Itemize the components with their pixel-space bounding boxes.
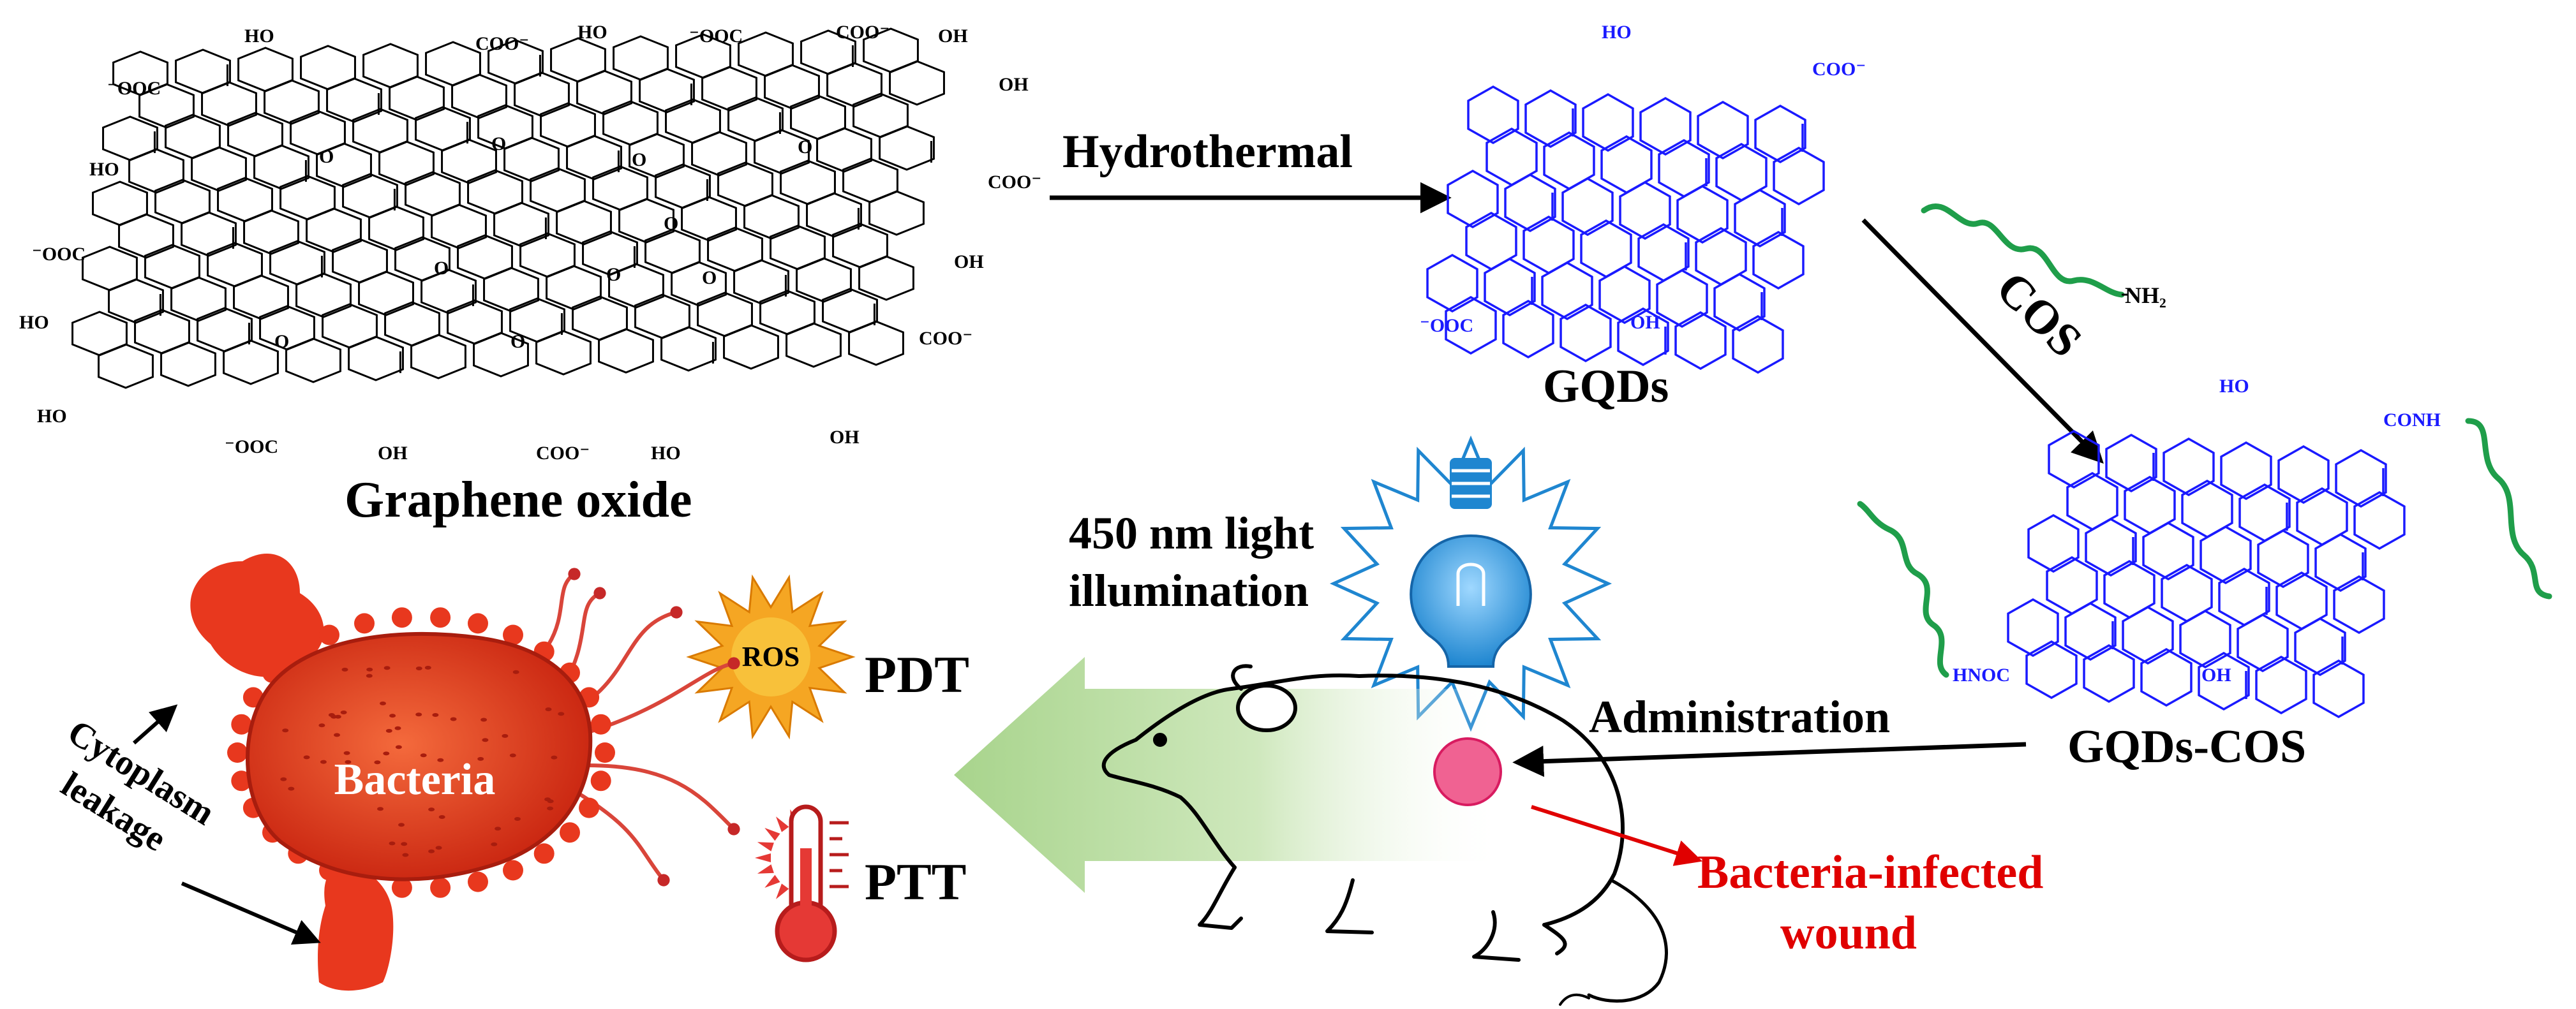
- go-oh-label: OH: [378, 443, 408, 464]
- go-ho-label: HO: [89, 159, 119, 180]
- epoxy-groups: O O O O O O O O O O: [274, 133, 812, 352]
- go-ho-label: HO: [651, 443, 681, 464]
- epoxy-o-label: O: [632, 149, 646, 170]
- cos-step: COS NH₂: [1861, 203, 2166, 464]
- leakage-arrow-down: [181, 881, 321, 945]
- epoxy-o-label: O: [702, 267, 717, 288]
- go-ooc-label: ⁻OOC: [225, 436, 278, 457]
- graphene-lattice: [71, 27, 945, 389]
- gqdcos-ho-label: HO: [2219, 376, 2249, 397]
- gqds-cos-label: GQDs-COS: [2067, 721, 2306, 773]
- therapy-arrow: [954, 657, 1506, 893]
- go-oh-label: OH: [830, 427, 860, 448]
- epoxy-o-label: O: [434, 258, 449, 279]
- epoxy-o-label: O: [664, 213, 678, 234]
- ros-label: ROS: [742, 641, 800, 672]
- administration-label: Administration: [1589, 691, 1890, 742]
- go-coo-label: COO⁻: [536, 443, 590, 464]
- go-ho-label: HO: [577, 22, 607, 43]
- gqds-cos-lattice: [2007, 429, 2406, 719]
- epoxy-o-label: O: [491, 133, 506, 154]
- wound-label: Bacteria-infected wound: [1697, 846, 2055, 959]
- cos-chain: [1921, 203, 2125, 298]
- rat-illustration: [1101, 664, 1668, 1006]
- go-ho-label: HO: [244, 26, 274, 47]
- gqd-lattice: [1426, 85, 1825, 374]
- gqd-coo-label: COO⁻: [1812, 59, 1866, 80]
- epoxy-o-label: O: [510, 331, 525, 352]
- bacteria-body: [246, 631, 593, 881]
- gqds-cos-structure: HO CONH HNOC OH GQDs-COS: [1857, 376, 2552, 773]
- cos-chain-right: [2465, 418, 2552, 600]
- epoxy-o-label: O: [798, 136, 812, 158]
- gqdcos-conh-label: CONH: [2383, 409, 2441, 431]
- go-coo-label: COO⁻: [836, 22, 890, 43]
- cos-arrow: [1861, 218, 2104, 464]
- gqd-oh-label: OH: [1630, 312, 1660, 333]
- go-oh-label: OH: [954, 251, 984, 272]
- go-coo-label: COO⁻: [919, 328, 972, 349]
- light-label-line2: illumination: [1069, 565, 1309, 616]
- gqds-structure: HO COO⁻ ⁻OOC OH GQDs: [1420, 22, 1866, 413]
- go-ooc-label: ⁻OOC: [689, 26, 743, 47]
- epoxy-o-label: O: [274, 331, 289, 352]
- light-label: 450 nm light illumination: [1069, 508, 1325, 616]
- hydrothermal-label: Hydrothermal: [1062, 126, 1353, 178]
- wound-label-line2: wound: [1780, 907, 1917, 959]
- leakage-label: Cytoplasm leakage: [35, 712, 228, 878]
- ptt-label: PTT: [865, 853, 966, 911]
- epoxy-o-label: O: [319, 146, 334, 167]
- hydrothermal-step: Hydrothermal: [1050, 126, 1452, 214]
- cos-chain-left: [1857, 501, 1949, 678]
- gqd-ho-label: HO: [1602, 22, 1632, 43]
- thermometer-icon: [755, 804, 849, 962]
- wound-label-line1: Bacteria-infected: [1697, 846, 2043, 899]
- infected-wound-spot: [1433, 737, 1502, 806]
- go-coo-label: COO⁻: [475, 33, 529, 54]
- gqdcos-oh-label: OH: [2201, 665, 2231, 686]
- go-ooc-label: ⁻OOC: [32, 244, 86, 265]
- go-functional-groups: HO COO⁻ HO ⁻OOC COO⁻ OH ⁻OOC OH HO COO⁻ …: [19, 22, 1041, 464]
- go-oh-label: OH: [938, 26, 968, 47]
- ptt-group: PTT: [755, 804, 966, 962]
- pdt-label: PDT: [865, 645, 969, 703]
- go-coo-label: COO⁻: [988, 172, 1041, 193]
- wound-pointer-arrow: [1531, 805, 1703, 866]
- gqd-ooc-label: ⁻OOC: [1420, 315, 1473, 336]
- pdt-group: ROS PDT: [686, 574, 969, 740]
- leakage-arrow-up: [133, 704, 178, 745]
- gqds-label: GQDs: [1543, 360, 1669, 413]
- leaked-cytoplasm-bottom: [318, 861, 394, 991]
- light-label-line1: 450 nm light: [1069, 508, 1314, 559]
- graphene-oxide-label: Graphene oxide: [345, 472, 692, 528]
- bacteria-illustration: Bacteria: [190, 554, 740, 991]
- cos-amine-label: NH₂: [2125, 283, 2166, 308]
- light-bulb-icon: [1329, 435, 1612, 732]
- go-oh-label: OH: [999, 74, 1029, 95]
- go-ooc-label: ⁻OOC: [107, 78, 161, 99]
- gqdcos-hnoc-label: HNOC: [1953, 665, 2010, 686]
- epoxy-o-label: O: [606, 264, 621, 285]
- bacteria-label: Bacteria: [334, 755, 496, 804]
- go-ho-label: HO: [37, 406, 67, 427]
- light-illumination: 450 nm light illumination: [1069, 435, 1612, 732]
- go-ho-label: HO: [19, 312, 49, 333]
